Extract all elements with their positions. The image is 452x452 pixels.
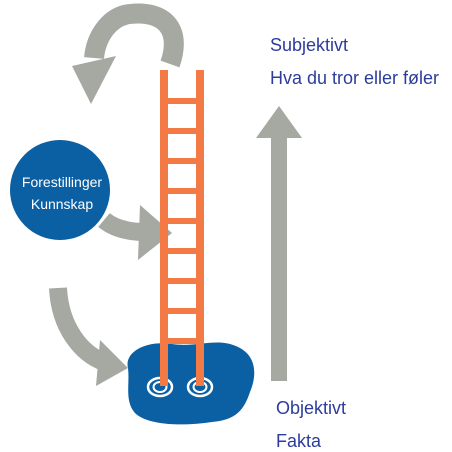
subjective-description: Hva du tror eller føler xyxy=(270,68,440,88)
beliefs-circle xyxy=(10,140,110,240)
ladder-rung xyxy=(160,308,204,314)
ladder-rung xyxy=(160,128,204,134)
ladder-rail-right xyxy=(196,70,204,386)
ladder-rung xyxy=(160,278,204,284)
ladder-rail-left xyxy=(160,70,168,386)
lower-arrow-head xyxy=(96,340,128,386)
circle-label-line1: Forestillinger xyxy=(22,174,102,190)
ladder-rung xyxy=(160,248,204,254)
ladder-rung xyxy=(160,98,204,104)
top-loop-arrow-shaft xyxy=(84,3,184,68)
ladder-rung xyxy=(160,218,204,224)
objective-description: Fakta xyxy=(276,431,322,451)
circle-label-line2: Kunnskap xyxy=(31,196,93,212)
ladder-rung xyxy=(160,158,204,164)
top-loop-arrow-head xyxy=(72,56,116,104)
objective-title: Objektivt xyxy=(276,398,347,418)
lower-arrow-shaft xyxy=(49,287,108,371)
scale-arrow-head xyxy=(256,106,302,138)
subjective-title: Subjektivt xyxy=(270,35,349,55)
ladder xyxy=(160,70,204,386)
ladder-rung xyxy=(160,338,204,344)
scale-arrow-shaft xyxy=(271,136,287,381)
data-pool-shape xyxy=(127,342,255,425)
ladder-rung xyxy=(160,188,204,194)
middle-arrow-head xyxy=(138,205,172,260)
